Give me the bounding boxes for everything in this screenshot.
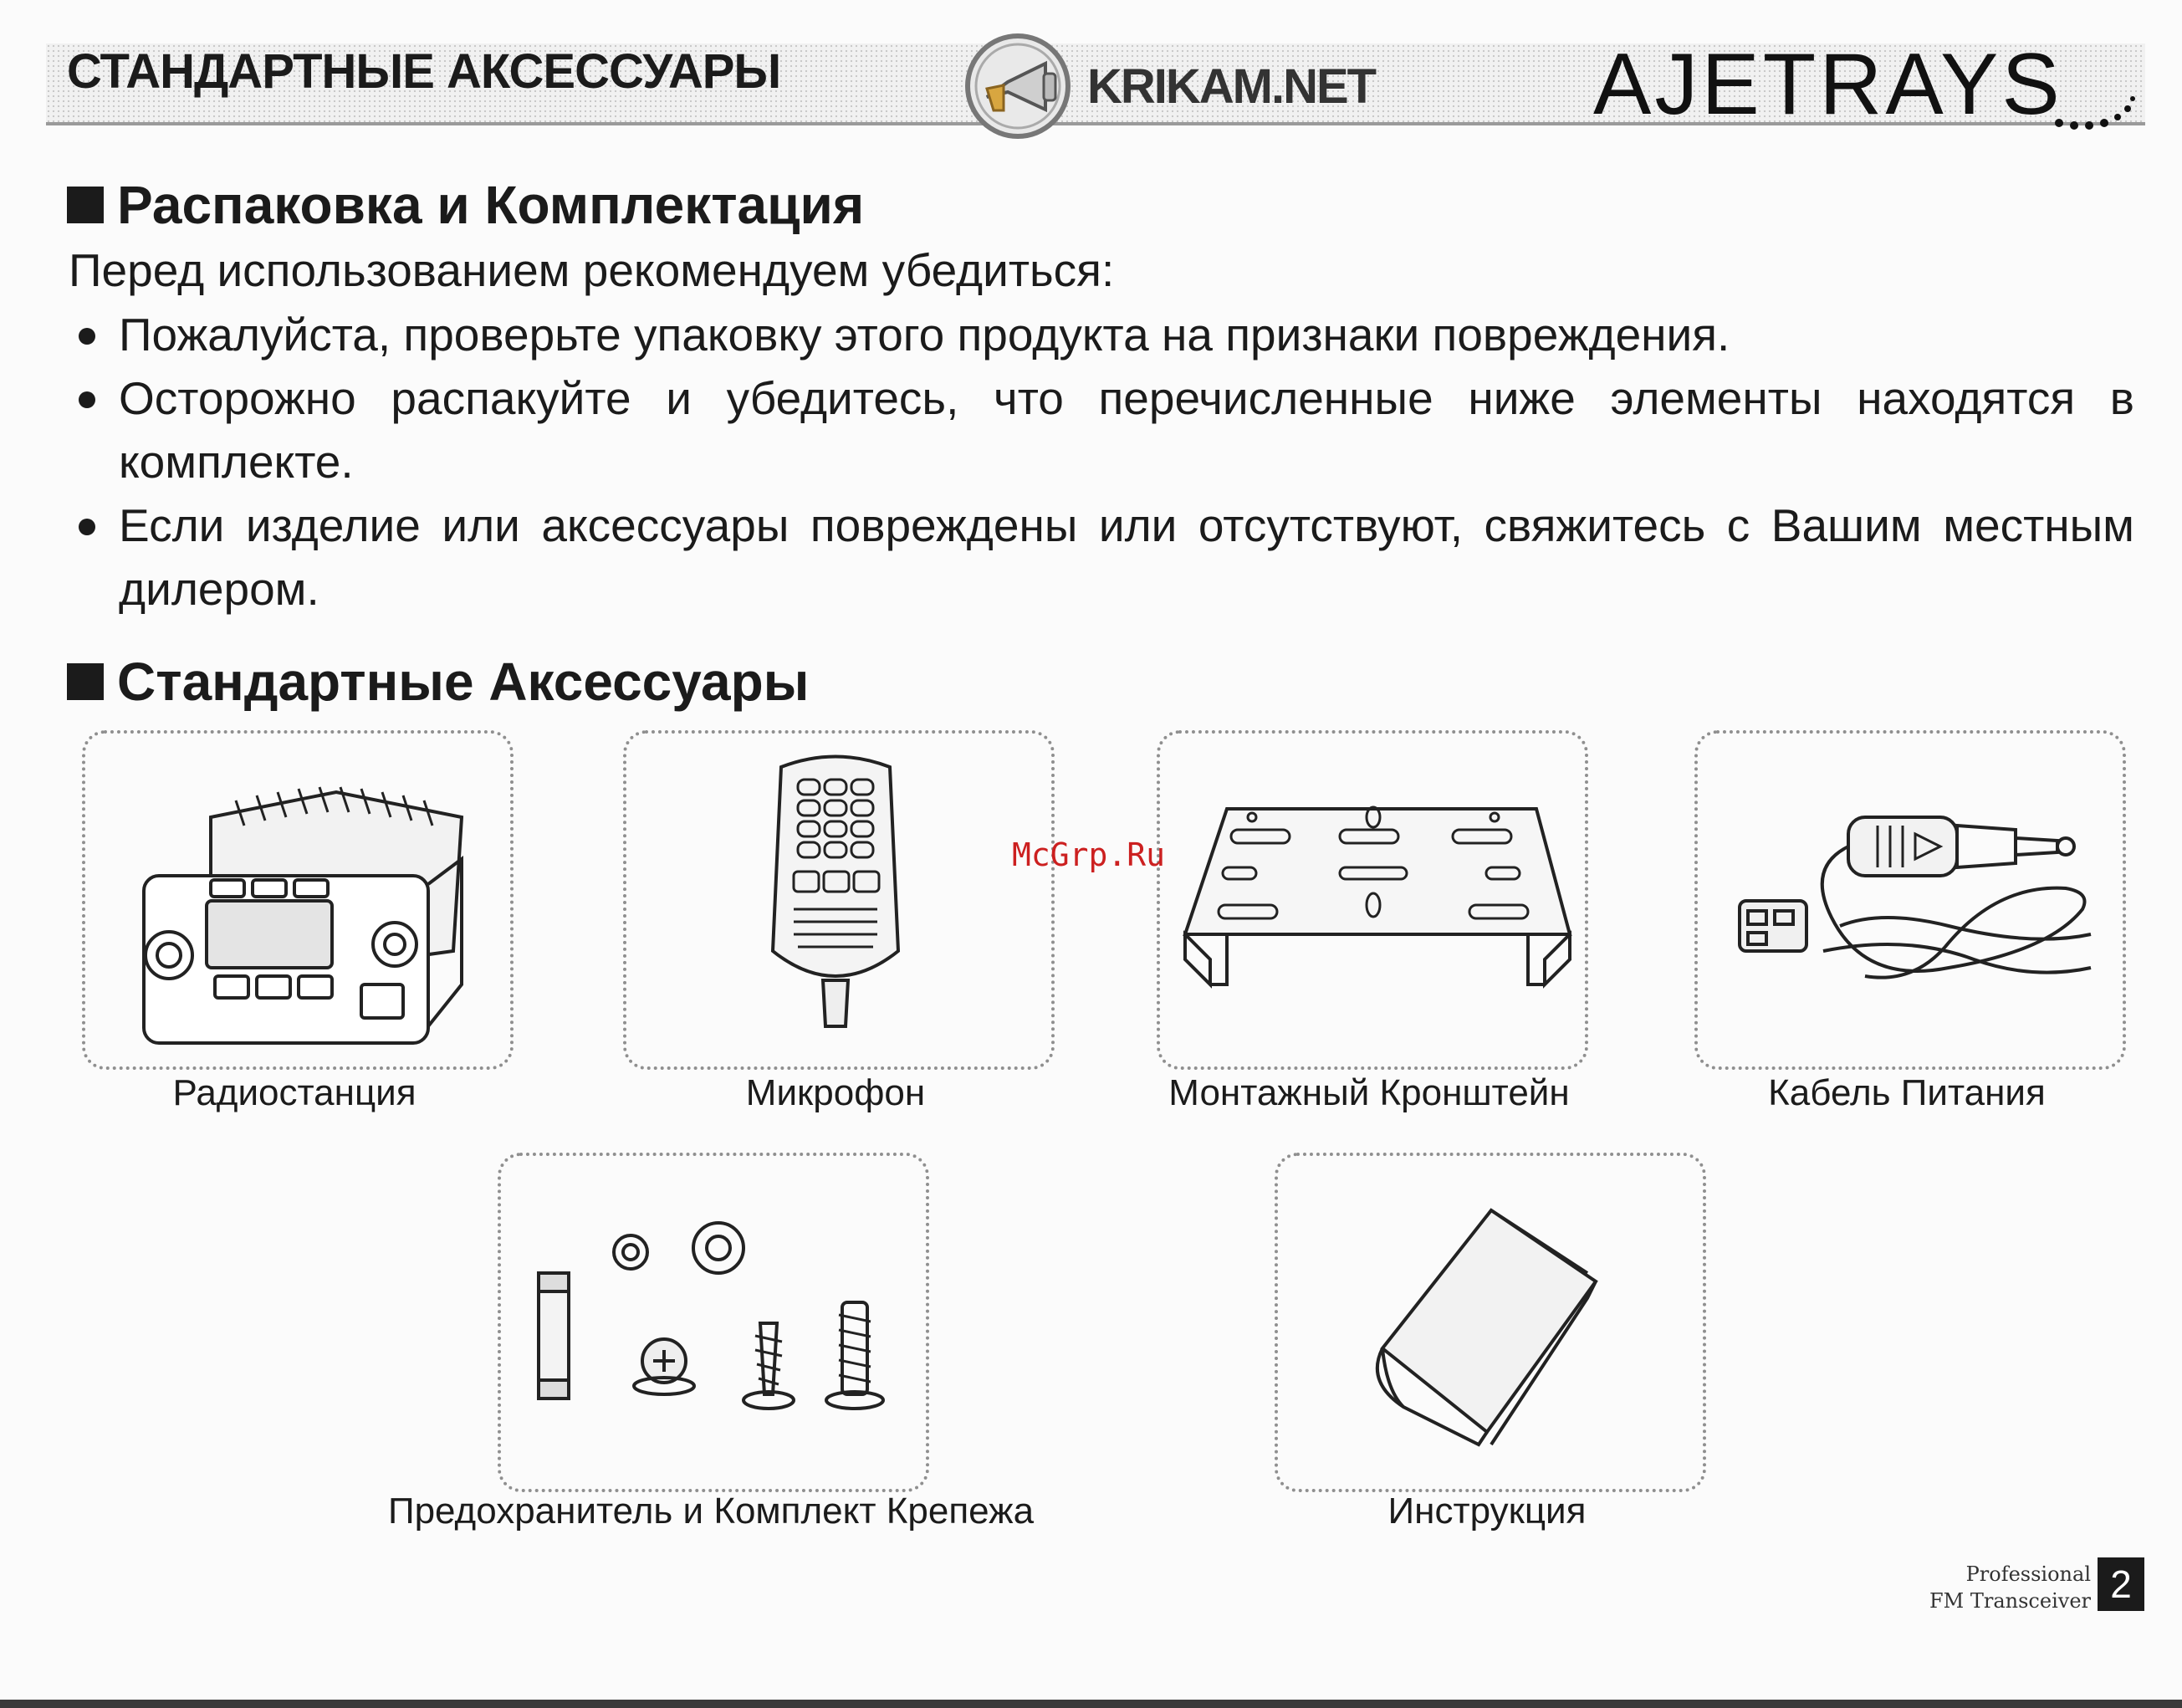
power-cable-icon: [1738, 816, 2092, 979]
caption-fuse-screws: Предохранитель и Комплект Крепежа: [387, 1491, 1035, 1532]
caption-bracket: Монтажный Кронштейн: [1168, 1072, 1570, 1113]
heading-square-icon: [67, 663, 104, 700]
unpacking-bullet-1: Пожалуйста, проверьте упаковку этого про…: [69, 303, 2134, 366]
manual-card: [1275, 1153, 1706, 1492]
brand-logo: AJETRAYS: [1593, 36, 2063, 133]
bracket-card: [1157, 730, 1588, 1070]
krikam-logo-text: KRIKAM.NET: [1087, 59, 1377, 114]
unpacking-heading: Распаковка и Комплектация: [67, 174, 864, 236]
microphone-icon: [770, 754, 901, 1028]
unpacking-bullet-2: Осторожно распакуйте и убедитесь, что пе…: [69, 366, 2134, 493]
heading-square-icon: [67, 187, 104, 223]
header-title: СТАНДАРТНЫЕ АКСЕССУАРЫ: [67, 44, 781, 99]
fuse-screws-icon: [537, 1221, 885, 1410]
brand-dots-icon: [2049, 77, 2158, 136]
krikam-logo-icon: [962, 30, 1075, 143]
power-cable-card: [1694, 730, 2126, 1070]
caption-power-cable: Кабель Питания: [1768, 1072, 2046, 1113]
footer-line-1: Professional: [1965, 1562, 2091, 1586]
caption-microphone: Микрофон: [745, 1072, 926, 1113]
footer-line-2: FM Transceiver: [1929, 1589, 2091, 1613]
radio-card: [82, 730, 514, 1070]
mounting-bracket-icon: [1183, 805, 1572, 989]
page-number: 2: [2098, 1557, 2144, 1611]
caption-radio: Радиостанция: [172, 1072, 416, 1113]
caption-manual: Инструкция: [1387, 1491, 1587, 1532]
unpacking-bullet-3: Если изделие или аксессуары повреждены и…: [69, 493, 2134, 621]
footer-text: Professional FM Transceiver: [1924, 1561, 2091, 1614]
header-divider: [46, 122, 2145, 125]
fuse-screws-card: [498, 1153, 929, 1492]
radio-icon: [142, 786, 464, 1045]
watermark: McGrp.Ru: [1012, 836, 1166, 873]
unpacking-intro: Перед использованием рекомендуем убедить…: [69, 244, 1115, 296]
accessories-heading-text: Стандартные Аксессуары: [117, 652, 810, 712]
manual-icon: [1375, 1208, 1598, 1447]
unpacking-heading-text: Распаковка и Комплектация: [117, 175, 865, 235]
bottom-divider: [0, 1700, 2182, 1708]
microphone-card: [623, 730, 1055, 1070]
header-band: [46, 43, 2145, 122]
accessories-heading: Стандартные Аксессуары: [67, 651, 809, 713]
